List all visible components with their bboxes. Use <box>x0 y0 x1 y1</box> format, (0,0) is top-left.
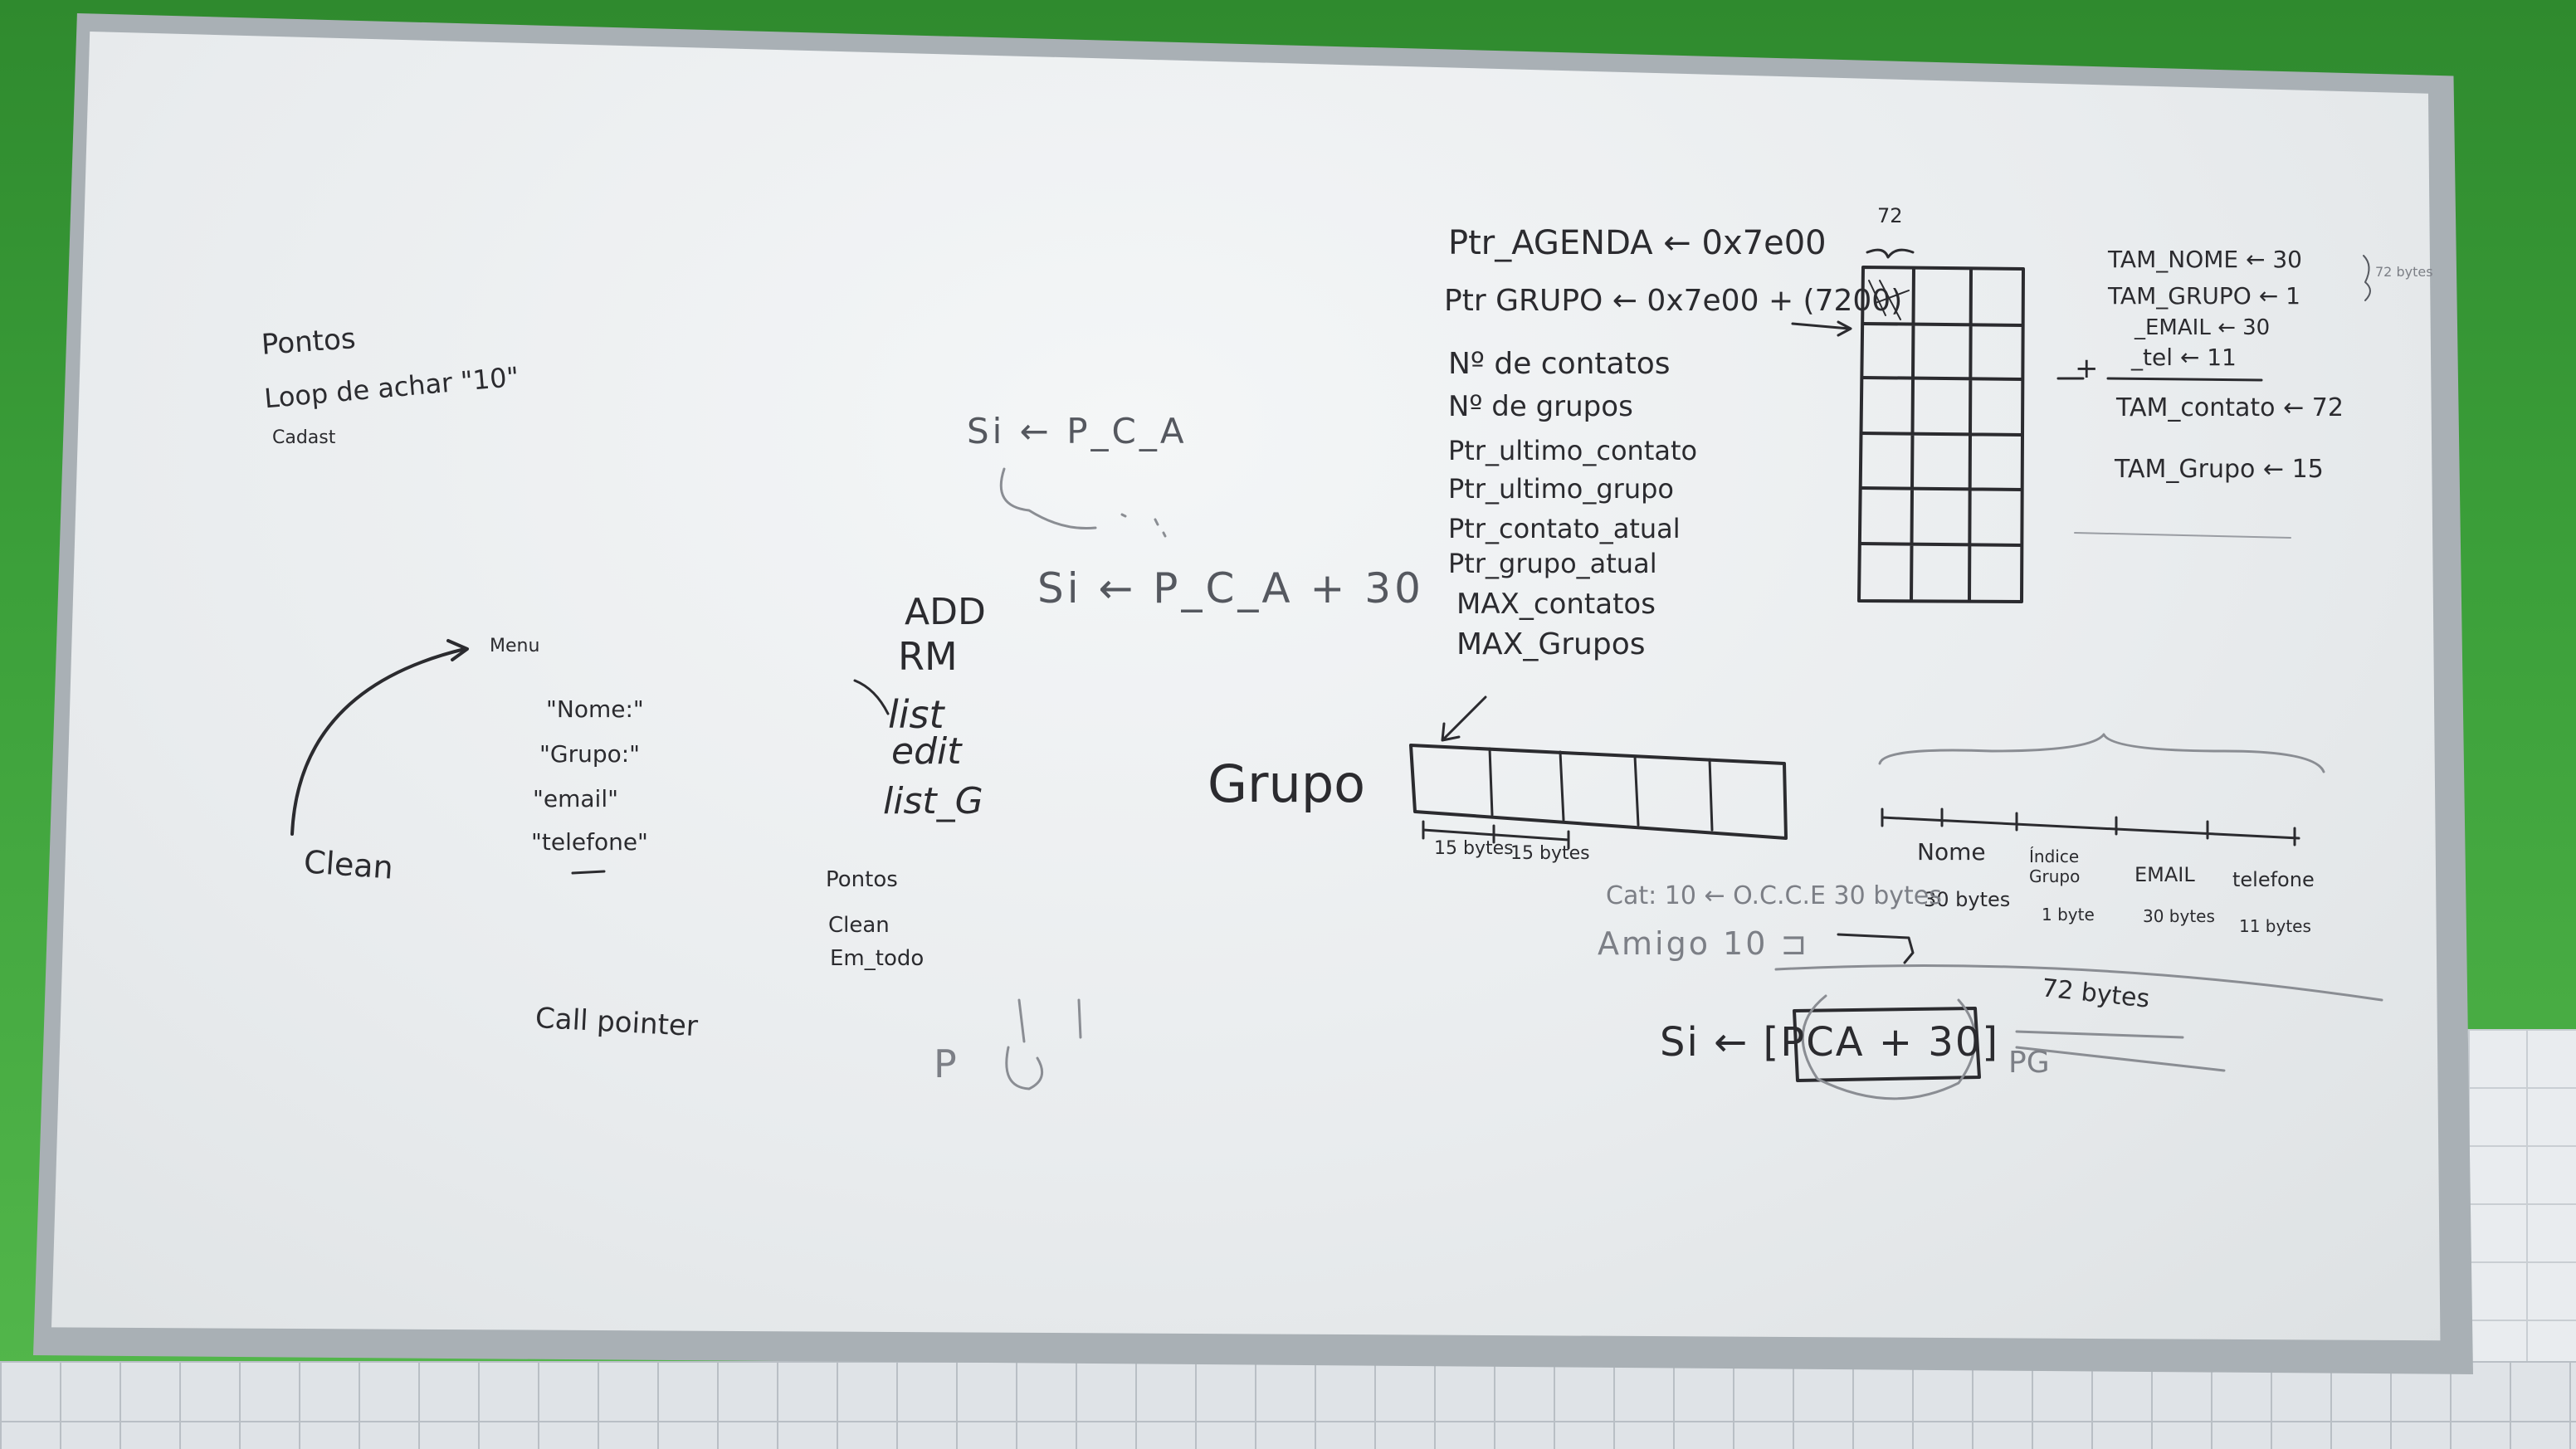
record-bytes-indice: 1 byte <box>2042 905 2095 925</box>
grupo-bytes-1: 15 bytes <box>1434 838 1514 859</box>
si-circle <box>1801 994 1977 1100</box>
grupo-dividers <box>1488 747 1714 832</box>
note-pontos: Pontos <box>260 322 357 362</box>
size-contato: TAM_contato ← 72 <box>2116 393 2344 422</box>
grupo-bytes-ticks <box>1422 820 1570 850</box>
pg-label: PG <box>2008 1046 2050 1080</box>
amigo-line: Amigo 10 ⊐ <box>1598 925 1810 962</box>
size-grupo-total: TAM_Grupo ← 15 <box>2115 455 2324 484</box>
grid-hatch <box>1868 280 1910 320</box>
amigo-bracket <box>1837 933 1915 964</box>
example-line: Cat: 10 ← O.C.C.E 30 bytes <box>1606 881 1942 910</box>
plus-sign: + <box>2075 352 2099 385</box>
var-ptr-agenda: Ptr_AGENDA ← 0x7e00 <box>1448 224 1827 262</box>
record-nome: Nome <box>1917 838 1986 866</box>
size-grupo: TAM_GRUPO ← 1 <box>2108 282 2300 310</box>
small-emtodo: Em_todo <box>830 946 925 971</box>
size-nome: TAM_NOME ← 30 <box>2108 246 2302 273</box>
var-num-contatos: Nº de contatos <box>1448 347 1671 381</box>
si-pca: Si ← P_C_A <box>967 411 1188 451</box>
grupo-arrow <box>1441 695 1487 742</box>
var-max-grupos: MAX_Grupos <box>1456 627 1646 661</box>
si-pca-30: Si ← P_C_A + 30 <box>1037 564 1424 612</box>
var-grupo-atual: Ptr_grupo_atual <box>1448 548 1657 579</box>
clean-label: Clean <box>302 843 395 886</box>
var-ultimo-grupo: Ptr_ultimo_grupo <box>1448 473 1674 505</box>
grid-top-brace <box>1866 248 1915 259</box>
cmd-list-g: list_G <box>883 780 983 822</box>
var-contato-atual: Ptr_contato_atual <box>1448 513 1681 544</box>
cmd-add: ADD <box>905 591 986 633</box>
sizes-divider <box>2074 532 2291 539</box>
size-tel: _tel ← 11 <box>2131 344 2237 371</box>
record-bytes-telefone: 11 bytes <box>2239 916 2311 936</box>
p-arrows <box>1005 998 1082 1090</box>
grid-lines <box>1859 266 2024 603</box>
cmd-edit: edit <box>891 730 962 773</box>
whiteboard-surface <box>51 32 2441 1341</box>
grupo-bytes-2: 15 bytes <box>1510 843 1590 864</box>
cmd-rm: RM <box>898 634 958 679</box>
record-telefone: telefone <box>2232 868 2315 891</box>
var-ultimo-contato: Ptr_ultimo_contato <box>1448 435 1698 466</box>
p-label: P <box>934 1042 957 1086</box>
cmd-list: list <box>888 692 944 737</box>
sizes-brace <box>2363 255 2371 301</box>
sizes-sum-line <box>2106 377 2263 382</box>
var-num-grupos: Nº de grupos <box>1448 390 1633 423</box>
long-swoop <box>1774 964 2383 1002</box>
menu-arrow <box>290 647 466 836</box>
scribble-si <box>999 467 1167 538</box>
menu-label: Menu <box>490 636 540 656</box>
size-email: _EMAIL ← 30 <box>2134 315 2271 340</box>
tiled-wall-bottom <box>0 1361 2576 1449</box>
record-indice: Índice Grupo <box>2029 846 2081 886</box>
record-axis <box>1881 807 2300 846</box>
record-email: EMAIL <box>2134 863 2195 886</box>
var-ptr-grupo: Ptr GRUPO ← 0x7e00 + (7200) <box>1444 284 1903 318</box>
grid-top-label: 72 <box>1877 204 1903 227</box>
field-telefone: "telefone" <box>531 828 648 856</box>
record-bytes-nome: 30 bytes <box>1924 888 2011 911</box>
fields-underline <box>571 870 606 875</box>
list-hook <box>853 679 890 715</box>
bytes-underline <box>2015 1030 2226 1072</box>
small-clean: Clean <box>828 913 890 938</box>
note-cadast: Cadast <box>272 427 336 448</box>
grupo-bar <box>1409 744 1788 840</box>
field-grupo: "Grupo:" <box>539 740 641 768</box>
si-box <box>1793 1007 1981 1082</box>
var-max-contatos: MAX_contatos <box>1456 588 1656 621</box>
grupo-label: Grupo <box>1208 754 1366 814</box>
menu-arrowhead <box>446 639 469 661</box>
pointer-arrow-to-grid <box>1791 320 1852 337</box>
record-bytes-email: 30 bytes <box>2143 906 2215 926</box>
record-brace <box>1878 733 2325 773</box>
field-email: "email" <box>533 785 618 812</box>
small-pontos: Pontos <box>826 867 898 892</box>
sizes-bracket-note: 72 bytes <box>2375 264 2433 280</box>
si-bracket: Si ← [PCA + 30] <box>1660 1019 2000 1066</box>
field-nome: "Nome:" <box>546 695 644 723</box>
